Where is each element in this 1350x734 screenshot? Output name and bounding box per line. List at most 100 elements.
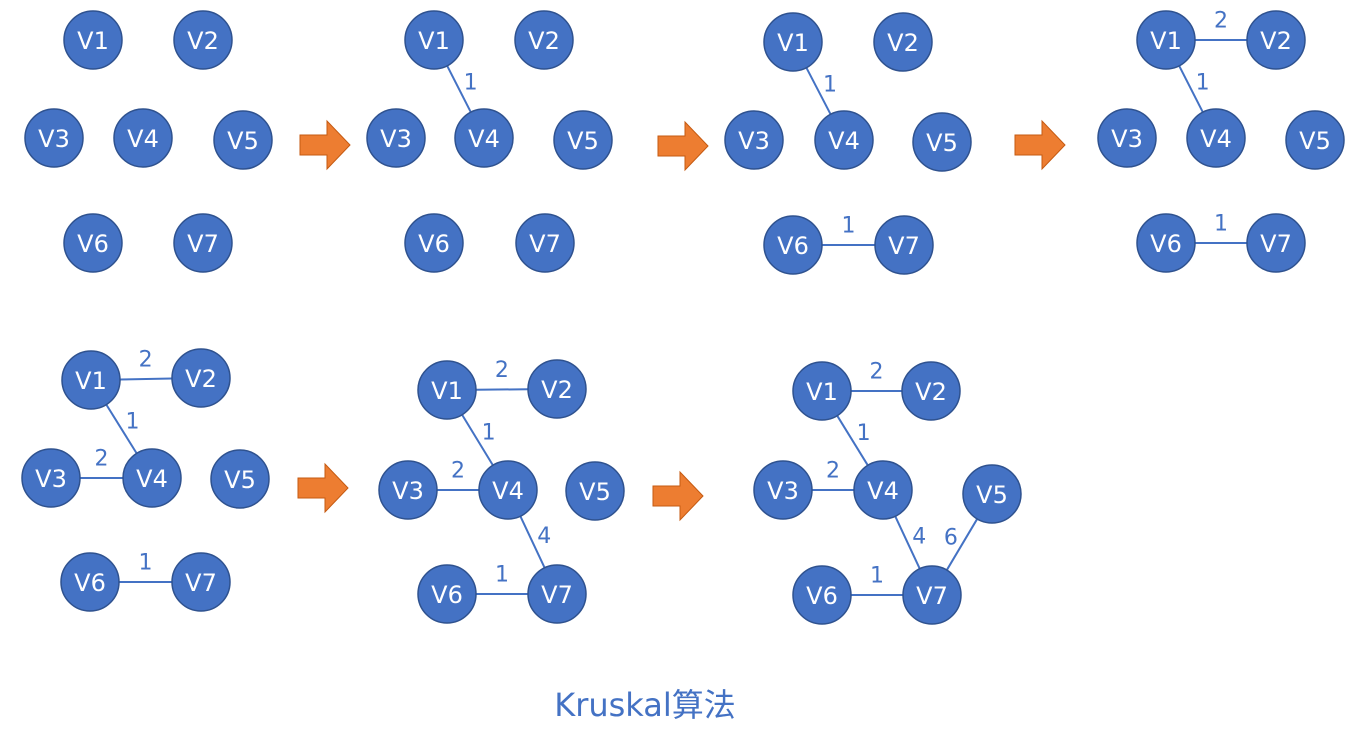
node-label: V2 [528,27,560,55]
node-circle [874,215,934,275]
node-circle [515,213,575,273]
node-circle [171,552,231,612]
node-circle [404,10,464,70]
node-label: V6 [418,230,450,258]
node-v4: V4 [122,448,182,508]
node-v7: V7 [173,213,233,273]
node-circle [213,110,273,170]
diagram-caption: Kruskal算法 [554,686,736,724]
node-circle [514,10,574,70]
node-circle [171,348,231,408]
step-arrow-icon [652,470,704,522]
node-circle [378,460,438,520]
node-v4: V4 [1186,108,1246,168]
edge-weight-label: 2 [870,360,884,385]
node-v2: V2 [171,348,231,408]
node-v3: V3 [24,108,84,168]
node-label: V5 [1299,127,1331,155]
edge-v1-v4 [446,65,472,113]
node-v2: V2 [527,359,587,419]
edge-weight-label: 4 [537,524,551,549]
edge-weight-label: 1 [464,71,478,96]
node-circle [902,565,962,625]
node-circle [173,10,233,70]
edge-weight-label: 1 [1214,212,1228,237]
edge-weight-label: 1 [823,72,837,97]
node-circle [404,213,464,273]
edge-weight-label: 4 [912,525,926,550]
node-v5: V5 [1285,110,1345,170]
node-label: V5 [227,127,259,155]
edge-weight-label: 1 [139,551,153,576]
node-v2: V2 [873,12,933,72]
node-circle [21,448,81,508]
node-circle [366,108,426,168]
node-label: V3 [767,477,799,505]
edge-weight-label: 2 [95,447,109,472]
node-label: V4 [867,477,899,505]
node-label: V1 [1150,27,1182,55]
node-circle [1285,110,1345,170]
node-label: V5 [926,129,958,157]
edge-weight-label: 2 [139,348,153,373]
node-circle [63,10,123,70]
node-label: V7 [1260,230,1292,258]
step-arrow-icon [299,119,351,171]
node-label: V3 [35,465,67,493]
node-v2: V2 [901,361,961,421]
node-circle [753,460,813,520]
node-label: V2 [185,365,217,393]
edge-v1-v4 [1178,65,1204,113]
node-label: V3 [380,125,412,153]
node-circle [24,108,84,168]
node-label: V2 [887,29,919,57]
node-label: V3 [38,125,70,153]
node-circle [792,565,852,625]
node-v2: V2 [173,10,233,70]
node-v1: V1 [763,12,823,72]
edge-weight-label: 1 [1196,71,1210,96]
node-v1: V1 [417,360,477,420]
edge-v4-v7 [894,515,921,570]
node-label: V2 [1260,27,1292,55]
node-label: V7 [185,569,217,597]
edge-weight-label: 1 [126,410,140,435]
edge-weight-label: 1 [857,421,871,446]
edge-v1-v4 [105,404,138,454]
edge-weight-label: 2 [826,459,840,484]
edge-v5-v7 [945,518,979,571]
node-label: V2 [187,27,219,55]
node-label: V5 [976,481,1008,509]
node-circle [724,110,784,170]
node-v5: V5 [565,461,625,521]
edge-weight-label: 1 [842,214,856,239]
node-v3: V3 [21,448,81,508]
node-circle [454,108,514,168]
step-arrow-icon [1014,119,1066,171]
node-circle [61,350,121,410]
node-circle [417,564,477,624]
node-label: V1 [75,367,107,395]
node-label: V3 [738,127,770,155]
node-circle [1186,108,1246,168]
node-label: V7 [187,230,219,258]
edge-weight-label: 2 [451,459,465,484]
node-label: V4 [136,465,168,493]
node-v1: V1 [404,10,464,70]
node-v2: V2 [1246,10,1306,70]
node-v4: V4 [478,460,538,520]
node-circle [210,449,270,509]
edge-weight-label: 1 [870,564,884,589]
node-label: V5 [567,127,599,155]
node-v6: V6 [763,215,823,275]
node-v1: V1 [792,361,852,421]
node-label: V7 [529,230,561,258]
step-arrow-icon [297,462,349,514]
node-label: V6 [777,232,809,260]
node-label: V6 [77,230,109,258]
node-v6: V6 [60,552,120,612]
node-v6: V6 [404,213,464,273]
